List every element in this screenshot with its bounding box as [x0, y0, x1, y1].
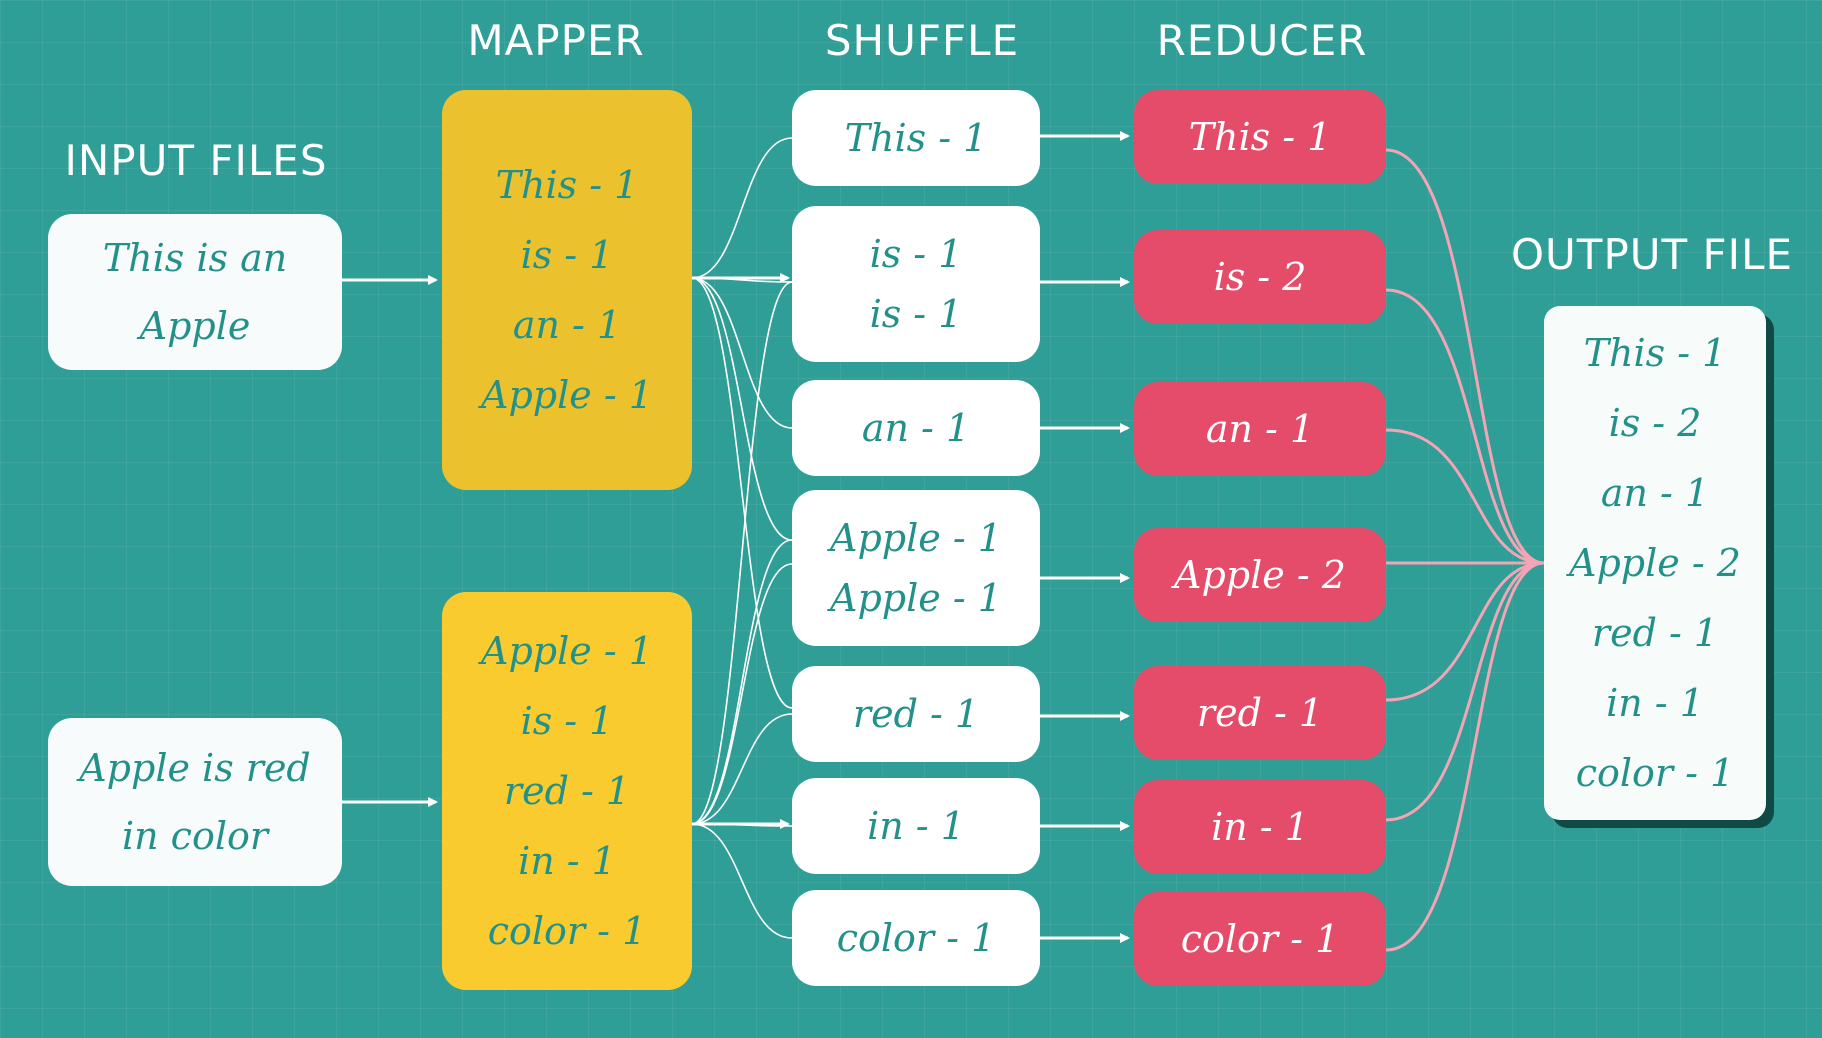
mapper-pair: in - 1: [518, 839, 616, 883]
shuffle-pair: This - 1: [844, 116, 988, 160]
mapper-shuffle-curve: [691, 713, 793, 825]
reducer-box-in: in - 1: [1134, 780, 1386, 874]
reducer-result: This - 1: [1188, 115, 1332, 159]
mapper-shuffle-curve: [691, 281, 793, 825]
input-file-2: Apple is red in color: [48, 718, 342, 886]
reducer-box-red: red - 1: [1134, 666, 1386, 760]
input-to-mapper-arrows: [342, 275, 438, 807]
mapper-shuffle-curve: [691, 563, 793, 825]
header-reducer: REDUCER: [1156, 16, 1368, 65]
shuffle-pair: color - 1: [836, 916, 996, 960]
reducer-output-curve: [1385, 561, 1545, 702]
header-shuffle: SHUFFLE: [824, 16, 1020, 65]
shuffle-box-in: in - 1: [792, 778, 1040, 874]
reducer-output-curve: [1385, 148, 1545, 565]
output-line: red - 1: [1591, 611, 1719, 655]
mapper-shuffle-curve: [691, 539, 793, 825]
input-file-line: This is an: [102, 236, 288, 280]
output-line: in - 1: [1606, 681, 1704, 725]
reducer-result: an - 1: [1205, 407, 1315, 451]
mapper-shuffle-curve: [691, 137, 793, 279]
reducer-result: Apple - 2: [1174, 553, 1346, 597]
output-line: an - 1: [1600, 471, 1710, 515]
reducer-result: red - 1: [1196, 691, 1324, 735]
reducer-result: color - 1: [1180, 917, 1340, 961]
reducer-result: in - 1: [1211, 805, 1309, 849]
shuffle-pair: in - 1: [867, 804, 965, 848]
mapper-pair: is - 1: [520, 233, 614, 277]
shuffle-box-apple: Apple - 1 Apple - 1: [792, 490, 1040, 646]
input-file-line: Apple is red: [79, 746, 311, 790]
reducer-output-curve: [1385, 428, 1545, 565]
header-input-files: INPUT FILES: [64, 136, 328, 185]
shuffle-box-an: an - 1: [792, 380, 1040, 476]
output-file-box: This - 1 is - 2 an - 1 Apple - 2 red - 1…: [1544, 306, 1766, 820]
input-file-line: in color: [121, 814, 269, 858]
output-line: Apple - 2: [1569, 541, 1741, 585]
output-line: color - 1: [1575, 751, 1735, 795]
header-output-file: OUTPUT FILE: [1510, 230, 1794, 279]
reducer-output-curve: [1385, 561, 1545, 822]
mapper-to-shuffle-connectors: [691, 137, 793, 939]
shuffle-box-red: red - 1: [792, 666, 1040, 762]
reducer-box-apple: Apple - 2: [1134, 528, 1386, 622]
mapper-shuffle-curve: [691, 277, 793, 429]
mapper-pair: color - 1: [487, 909, 647, 953]
output-line: is - 2: [1608, 401, 1702, 445]
reducer-box-an: an - 1: [1134, 382, 1386, 476]
input-file-1: This is an Apple: [48, 214, 342, 370]
shuffle-box-this: This - 1: [792, 90, 1040, 186]
shuffle-to-reducer-arrows: [1040, 131, 1130, 943]
mapper-shuffle-curve: [691, 277, 793, 709]
input-file-line: Apple: [139, 304, 251, 348]
mapper-pair: is - 1: [520, 699, 614, 743]
output-line: This - 1: [1583, 331, 1727, 375]
shuffle-pair: an - 1: [861, 406, 971, 450]
reducer-box-color: color - 1: [1134, 892, 1386, 986]
mapper-box-1: This - 1 is - 1 an - 1 Apple - 1: [442, 90, 692, 490]
mapper-pair: Apple - 1: [481, 629, 653, 673]
shuffle-pair: red - 1: [852, 692, 980, 736]
header-mapper: MAPPER: [467, 16, 645, 65]
shuffle-box-color: color - 1: [792, 890, 1040, 986]
mapper-pair: Apple - 1: [481, 373, 653, 417]
shuffle-pair: is - 1: [869, 232, 963, 276]
reducer-result: is - 2: [1213, 255, 1307, 299]
shuffle-pair: Apple - 1: [830, 576, 1002, 620]
mapper-box-2: Apple - 1 is - 1 red - 1 in - 1 color - …: [442, 592, 692, 990]
shuffle-pair: Apple - 1: [830, 516, 1002, 560]
reducer-output-curve: [1385, 561, 1545, 952]
reducer-output-curve: [1385, 288, 1545, 565]
mapper-shuffle-curve: [691, 277, 793, 541]
reducer-to-output-connectors: [1385, 148, 1545, 952]
mapper-pair: This - 1: [495, 163, 639, 207]
mapper-shuffle-curve: [691, 823, 793, 939]
reducer-box-is: is - 2: [1134, 230, 1386, 324]
mapper-pair: red - 1: [503, 769, 631, 813]
shuffle-box-is: is - 1 is - 1: [792, 206, 1040, 362]
mapper-pair: an - 1: [512, 303, 622, 347]
shuffle-pair: is - 1: [869, 292, 963, 336]
reducer-box-this: This - 1: [1134, 90, 1386, 184]
